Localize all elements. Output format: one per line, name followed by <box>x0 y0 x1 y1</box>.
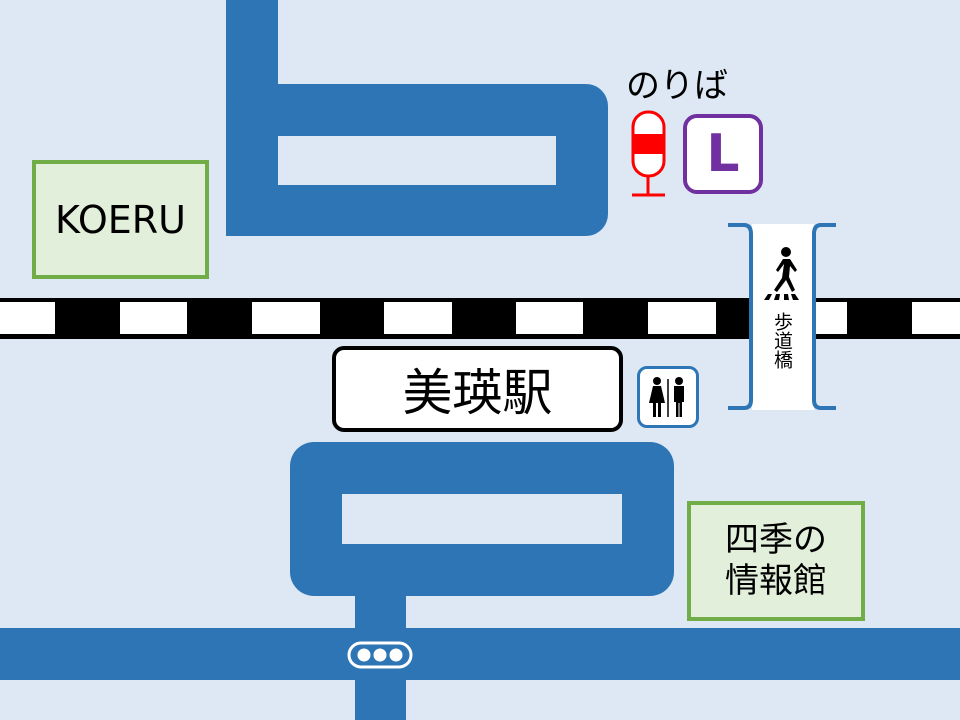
bus-stop-l-sign[interactable]: L <box>683 114 763 194</box>
station-label: 美瑛駅 <box>402 364 553 422</box>
loop-inner <box>342 494 622 544</box>
shiki-label-line2: 情報館 <box>725 561 827 601</box>
biei-station[interactable]: 美瑛駅 <box>332 346 623 432</box>
restroom-icon <box>649 377 684 417</box>
traffic-light-icon <box>347 641 413 669</box>
koeru-building[interactable]: KOERU <box>32 160 209 279</box>
restroom-sign[interactable] <box>637 366 699 428</box>
road-main-horizontal <box>0 628 960 680</box>
bus-stop-letter: L <box>706 124 740 184</box>
shiki-label-line1: 四季の <box>725 520 827 561</box>
footbridge-brackets <box>728 223 836 410</box>
footbridge-label: 歩道橋 <box>771 312 793 369</box>
noriba-label: のりば <box>626 66 728 106</box>
shiki-information-center[interactable]: 四季の 情報館 <box>687 501 865 621</box>
loop-inner <box>278 136 556 185</box>
pedestrian-icon <box>764 247 799 300</box>
bus-stop-icon[interactable] <box>630 110 670 198</box>
koeru-label: KOERU <box>55 197 186 242</box>
